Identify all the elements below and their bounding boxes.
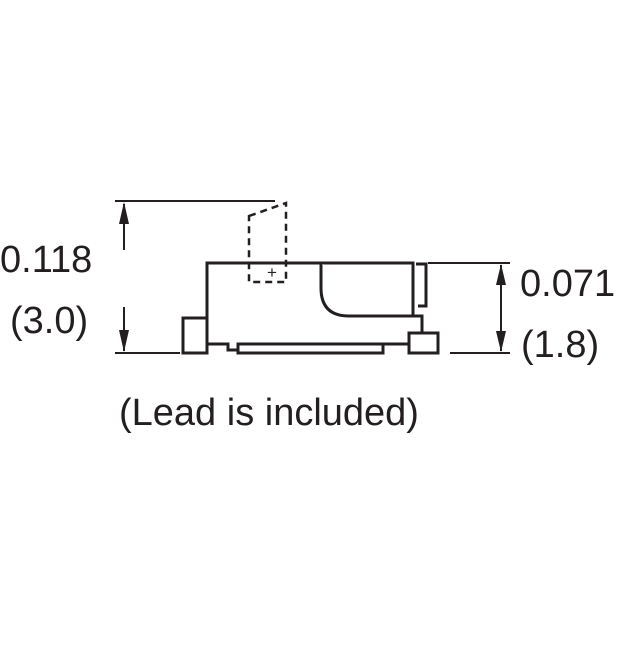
height-with-lead-mm: (3.0) [10,300,88,342]
lower-arrow-icon [119,330,129,352]
right-terminal [407,331,440,355]
cathode-band [319,263,413,318]
component-body [181,261,440,355]
left-terminal [181,316,209,355]
body-height-dimension: 0.071 (1.8) [428,262,615,366]
height-with-lead-dimension: 0.118 (3.0) [0,200,275,354]
dashed-lead-outline [247,201,288,284]
lead-note-caption: (Lead is included) [119,392,419,434]
polarity-mark: + [267,263,277,282]
body-height-mm: (1.8) [521,324,599,366]
down-arrow-icon [496,331,506,352]
height-with-lead-inches: 0.118 [0,239,92,281]
upper-arrow-icon [119,202,129,224]
lead-outline: + [247,201,288,284]
up-arrow-icon [496,264,506,285]
body-height-inches: 0.071 [520,263,615,305]
side-lead [416,262,428,308]
